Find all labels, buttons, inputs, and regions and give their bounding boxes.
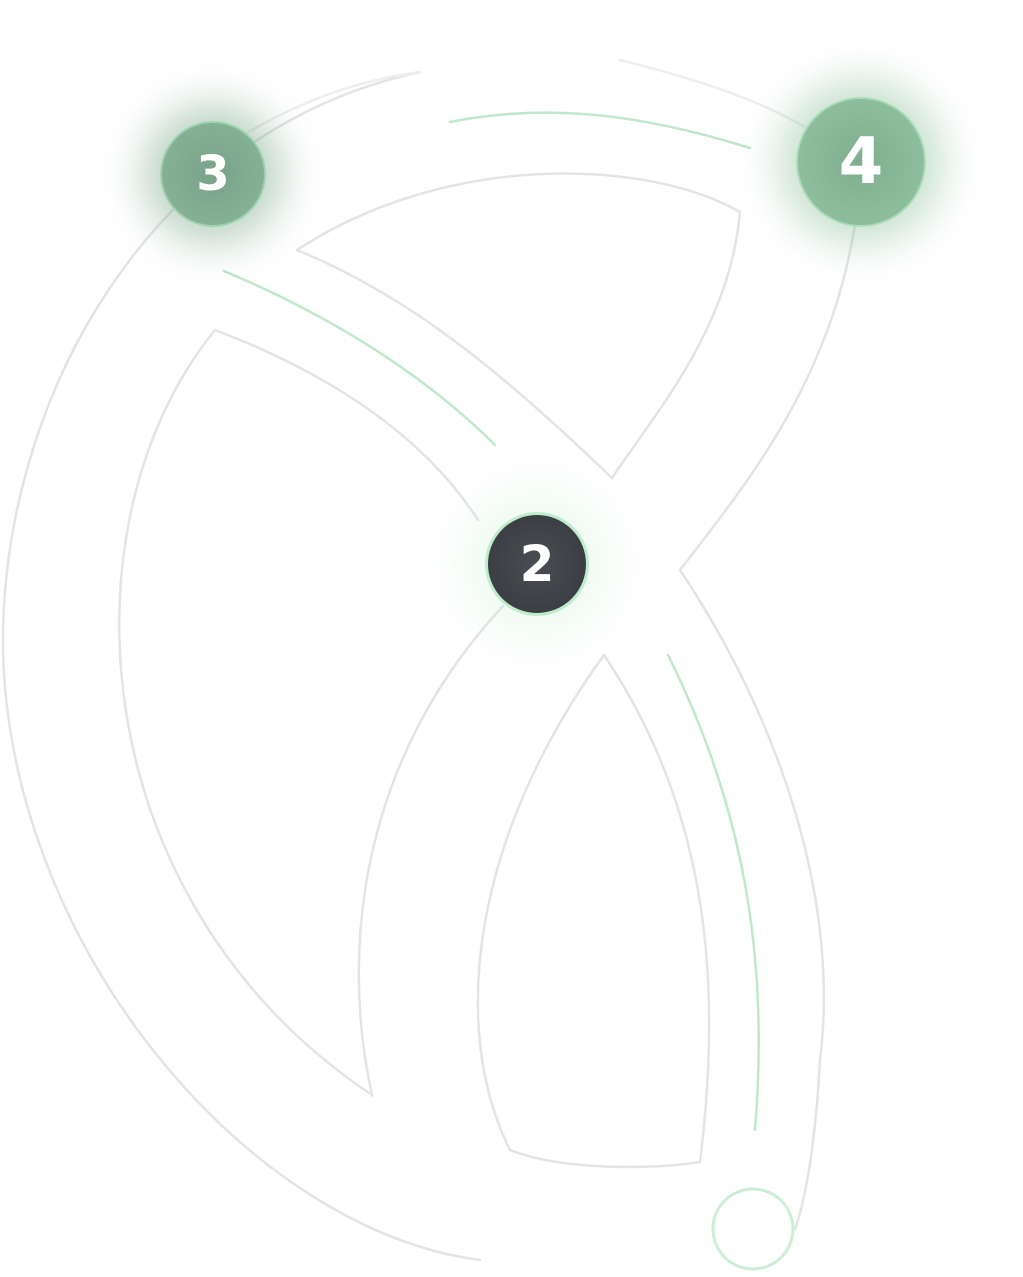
accent-top — [448, 111, 752, 150]
step-2-label: 2 — [519, 535, 555, 593]
bottom-lobe — [476, 653, 711, 1169]
track-outlines — [1, 58, 857, 1262]
outer-curve — [1, 70, 482, 1262]
top-lobe — [295, 172, 742, 480]
step-3-node[interactable]: 3 — [160, 121, 266, 227]
step-3-label: 3 — [196, 146, 230, 202]
step-2-node[interactable]: 2 — [485, 512, 589, 616]
step-4-label: 4 — [838, 125, 884, 199]
accent-lines — [222, 111, 761, 1132]
left-lobe — [117, 328, 505, 1098]
accent-left — [222, 269, 497, 447]
step-4-node[interactable]: 4 — [796, 97, 926, 227]
end-marker — [711, 1187, 795, 1271]
right-curve — [678, 223, 857, 1232]
top-arc-faint — [233, 58, 812, 142]
accent-right — [666, 653, 761, 1132]
